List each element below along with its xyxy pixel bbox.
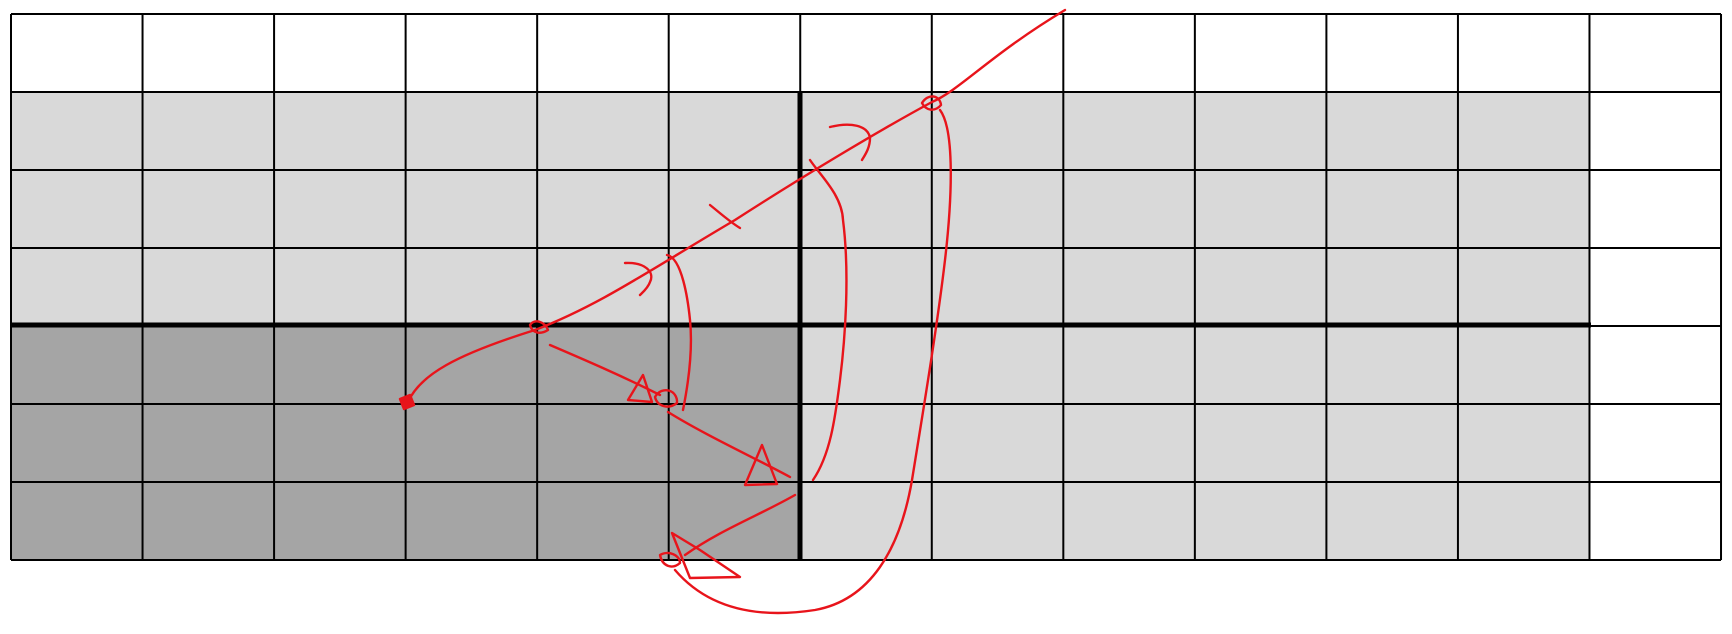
red-sketch-layer <box>398 8 1067 615</box>
node-marker-4 <box>658 551 682 568</box>
node-marker-1 <box>528 320 550 334</box>
arrow-path-2 <box>666 410 792 479</box>
large-loop-curve <box>673 108 952 615</box>
thick-boundary-layer <box>11 92 1591 560</box>
diagonal-tick-2 <box>708 203 742 230</box>
medium-loop-curve <box>808 158 848 482</box>
main-diagonal-stroke <box>406 8 1067 404</box>
arrowhead-1 <box>626 373 654 404</box>
arrowhead-3 <box>670 531 742 580</box>
grid-layer <box>10 13 1723 561</box>
node-marker-3 <box>653 389 679 408</box>
regions-layer <box>11 14 1722 560</box>
start-dot <box>398 393 416 411</box>
arrowhead-2 <box>743 443 779 487</box>
diagonal-tick-1 <box>623 261 653 297</box>
small-loop-curve <box>665 253 693 412</box>
node-marker-2 <box>920 95 943 111</box>
diagonal-tick-3 <box>828 123 872 162</box>
